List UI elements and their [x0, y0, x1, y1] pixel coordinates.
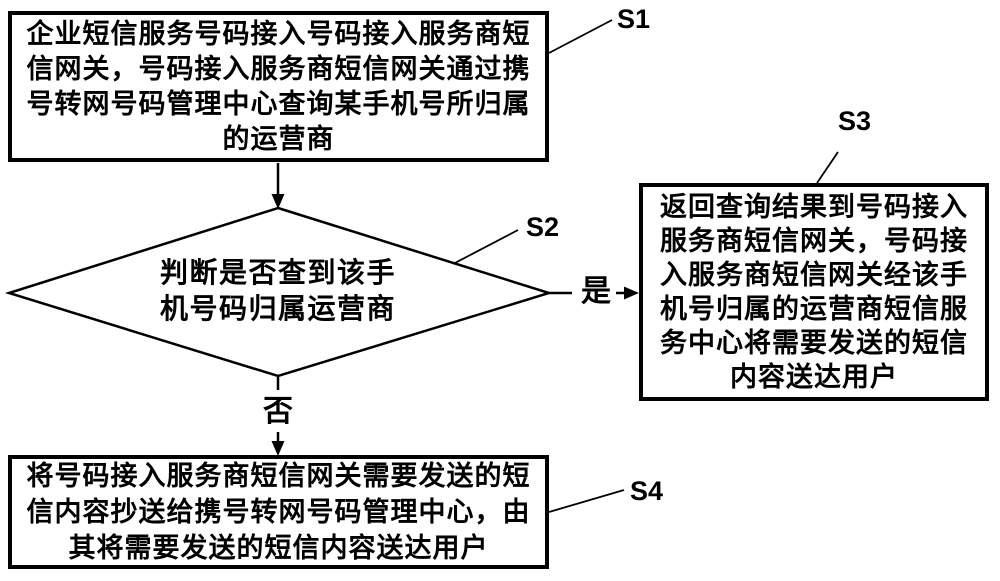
- yes-arrow-head: [624, 286, 639, 300]
- s4-leader-line: [548, 489, 625, 513]
- arrow-s1-to-s2-head: [271, 194, 285, 209]
- step-s3-label: S3: [838, 106, 872, 136]
- step-s2-label: S2: [526, 212, 560, 242]
- step-s1-text: 企业短信服务号码接入号码接入服务商短 信网关，号码接入服务商短信网关通过携 号转…: [26, 18, 531, 154]
- yes-branch-label: 是: [581, 275, 611, 308]
- s1-leader-line: [548, 19, 613, 54]
- no-branch-label: 否: [263, 395, 293, 428]
- step-s4-box: 将号码接入服务商短信网关需要发送的短 信内容抄送给携号转网号码管理中心，由 其将…: [8, 455, 549, 569]
- step-s1-label: S1: [617, 4, 651, 34]
- step-s4-text: 将号码接入服务商短信网关需要发送的短 信内容抄送给携号转网号码管理中心，由 其将…: [26, 461, 531, 563]
- step-s1-box: 企业短信服务号码接入号码接入服务商短 信网关，号码接入服务商短信网关通过携 号转…: [8, 11, 549, 162]
- no-arrow-head: [271, 441, 285, 456]
- decision-s2-diamond: [4, 206, 554, 378]
- s3-leader-line: [816, 151, 839, 184]
- step-s3-text: 返回查询结果到号码接入 服务商短信网关，号码接 入服务商短信网关经该手 机号归属…: [660, 192, 968, 392]
- step-s4-label: S4: [630, 476, 664, 506]
- step-s3-box: 返回查询结果到号码接入 服务商短信网关，号码接 入服务商短信网关经该手 机号归属…: [639, 183, 989, 401]
- s2-leader-line: [452, 229, 519, 265]
- decision-s2-text: 判断是否查到该手 机号码归属运营商: [159, 258, 396, 325]
